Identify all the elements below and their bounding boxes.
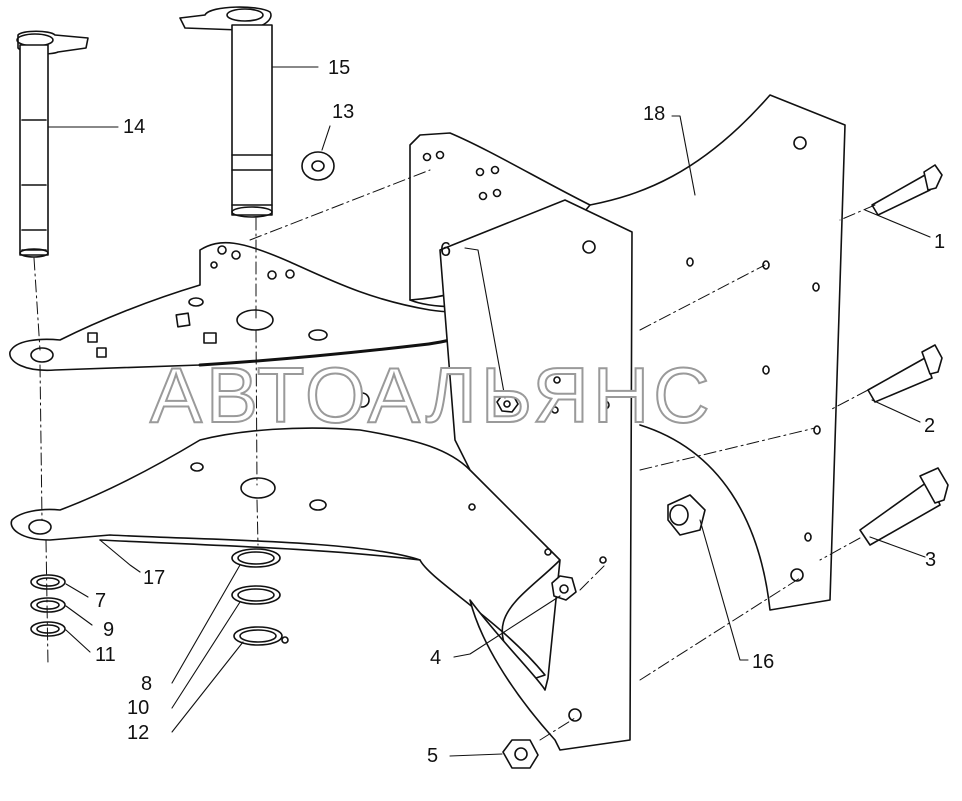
callout-14: 14 xyxy=(123,116,145,138)
bolt-2 xyxy=(867,344,943,403)
callout-11: 11 xyxy=(95,644,116,666)
callout-9: 9 xyxy=(103,619,114,641)
back-plate-18 xyxy=(589,94,846,611)
callout-7: 7 xyxy=(95,590,106,612)
callout-13: 13 xyxy=(332,101,354,123)
callout-18: 18 xyxy=(643,103,665,125)
callout-2: 2 xyxy=(924,415,935,437)
callout-labels: 1 2 3 4 5 6 7 8 9 10 11 12 13 14 15 16 1… xyxy=(95,57,945,767)
bolt-3 xyxy=(859,467,949,546)
nut-4 xyxy=(551,575,577,601)
callout-6: 6 xyxy=(440,239,451,261)
leader-lines xyxy=(47,66,931,757)
callout-8: 8 xyxy=(141,673,152,695)
callout-4: 4 xyxy=(430,647,441,669)
pin-14 xyxy=(16,30,89,258)
front-plate xyxy=(354,199,633,751)
ring-stack-right xyxy=(231,548,289,646)
callout-12: 12 xyxy=(127,722,149,744)
callout-1: 1 xyxy=(934,231,945,253)
callout-10: 10 xyxy=(127,697,149,719)
callout-17: 17 xyxy=(143,567,165,589)
lower-arm-17 xyxy=(10,427,561,681)
ring-stack-left xyxy=(30,574,66,637)
spacer-16 xyxy=(667,494,706,536)
nut-5 xyxy=(502,739,539,769)
pin-15 xyxy=(179,6,273,218)
nut-6 xyxy=(496,393,519,413)
washer-13 xyxy=(301,151,335,181)
bolt-1 xyxy=(871,164,943,216)
callout-5: 5 xyxy=(427,745,438,767)
callout-3: 3 xyxy=(925,549,936,571)
center-lines xyxy=(33,169,876,741)
callout-16: 16 xyxy=(752,651,774,673)
callout-15: 15 xyxy=(328,57,350,79)
